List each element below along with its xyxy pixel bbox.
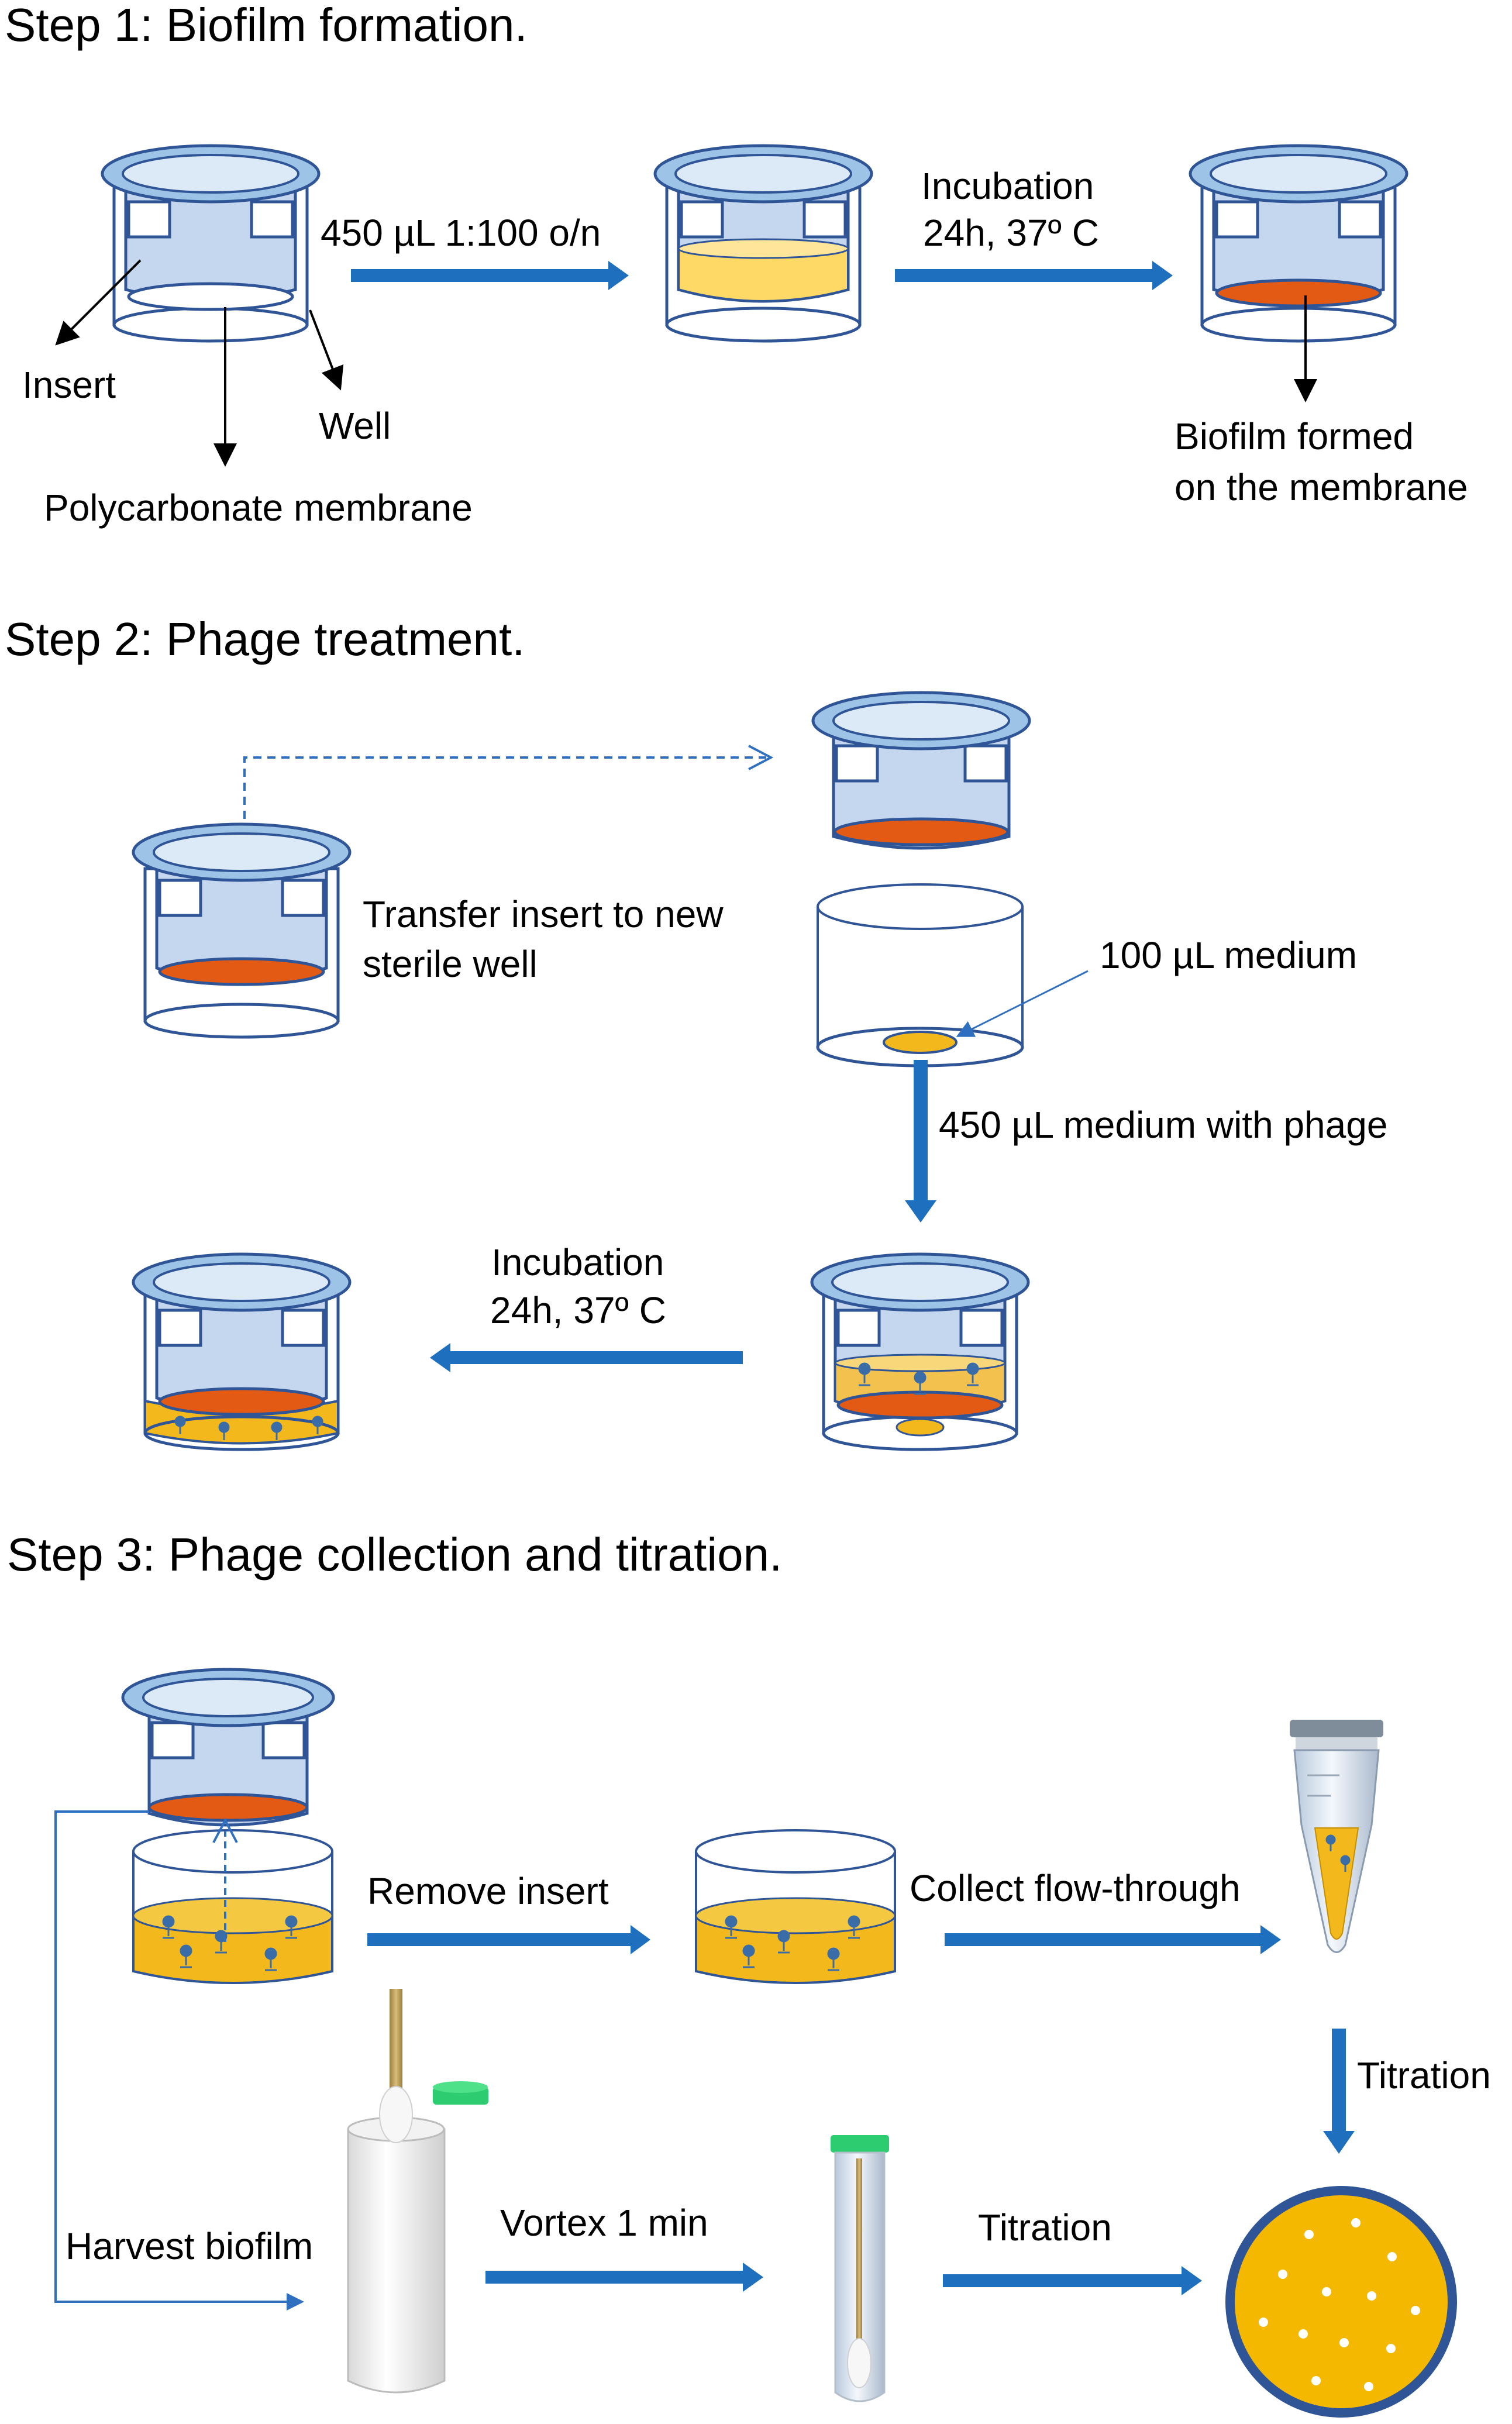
step2-title: Step 2: Phage treatment. bbox=[5, 613, 525, 665]
transfer-label-line1: Transfer insert to new bbox=[363, 893, 724, 935]
inoculum-label: 450 µL 1:100 o/n bbox=[321, 212, 601, 254]
titration-label: Titration bbox=[1357, 2054, 1491, 2096]
step1-well-insert-empty bbox=[101, 144, 321, 343]
collect-flowthrough-label: Collect flow-through bbox=[910, 1867, 1241, 1909]
step2-well-insert-treated bbox=[132, 1252, 352, 1451]
titration2-label: Titration bbox=[978, 2206, 1112, 2249]
step2-lifted-insert bbox=[811, 691, 1031, 850]
transfer-arrowhead bbox=[748, 745, 774, 770]
step2-new-well-medium bbox=[816, 883, 1024, 1068]
microcentrifuge-tube bbox=[1290, 1720, 1383, 1953]
step3-arrow-remove bbox=[367, 1925, 650, 1954]
harvest-connector-arrowhead bbox=[287, 2293, 304, 2311]
step3-well-flowthrough-no-insert bbox=[695, 1829, 896, 1984]
step1-well-insert-biofilm bbox=[1189, 144, 1408, 343]
step2-well-insert-biofilm bbox=[132, 822, 352, 1039]
phage-medium-label: 450 µL medium with phage bbox=[939, 1104, 1387, 1146]
tube-cap-green bbox=[433, 2081, 488, 2105]
step3-arrow-titration bbox=[943, 2266, 1202, 2295]
remove-insert-label: Remove insert bbox=[367, 1870, 609, 1912]
step1-incubation-line2: 24h, 37º C bbox=[923, 212, 1099, 254]
step3-lifted-insert bbox=[121, 1668, 335, 1827]
vortex-label: Vortex 1 min bbox=[500, 2202, 708, 2244]
step1-arrow-inoculate bbox=[351, 261, 629, 290]
step1-well-insert-culture bbox=[653, 144, 873, 343]
well-label: Well bbox=[319, 405, 391, 447]
transfer-label-line2: sterile well bbox=[363, 943, 538, 985]
transfer-dashed-arrow bbox=[243, 756, 766, 819]
step1-title: Step 1: Biofilm formation. bbox=[5, 0, 528, 51]
step3-title: Step 3: Phage collection and titration. bbox=[7, 1528, 782, 1581]
harvest-connector-line bbox=[54, 1810, 287, 2303]
biofilm-label-line2: on the membrane bbox=[1175, 466, 1468, 508]
step3-well-flowthrough bbox=[132, 1829, 333, 1984]
medium-label: 100 µL medium bbox=[1100, 934, 1357, 976]
step2-arrow-incubate bbox=[430, 1343, 743, 1372]
swab-in-tube bbox=[347, 1989, 446, 2394]
membrane-label: Polycarbonate membrane bbox=[44, 487, 473, 529]
titration-plate bbox=[1225, 2186, 1457, 2418]
step1-incubation-line1: Incubation bbox=[921, 165, 1094, 207]
step1-arrow-incubate bbox=[895, 261, 1173, 290]
step3-arrow-collect bbox=[945, 1925, 1281, 1954]
step3-arrow-titration-down bbox=[1323, 2029, 1355, 2154]
medium-pointer-arrow bbox=[956, 970, 1089, 1037]
biofilm-label-line1: Biofilm formed bbox=[1175, 415, 1414, 457]
well-pointer-arrow bbox=[309, 309, 344, 391]
step3-arrow-vortex bbox=[485, 2263, 763, 2292]
closed-tube-swab bbox=[831, 2135, 889, 2402]
lift-insert-arrowhead bbox=[212, 1817, 238, 1843]
insert-pointer-arrow bbox=[55, 259, 142, 346]
step2-well-insert-phage bbox=[810, 1252, 1030, 1451]
step2-arrow-add-phage bbox=[905, 1060, 936, 1223]
step2-incubation-line2: 24h, 37º C bbox=[490, 1289, 666, 1331]
step2-incubation-line1: Incubation bbox=[491, 1241, 664, 1283]
plaques bbox=[1259, 2218, 1420, 2391]
harvest-biofilm-label: Harvest biofilm bbox=[66, 2225, 313, 2267]
insert-label: Insert bbox=[22, 364, 116, 406]
